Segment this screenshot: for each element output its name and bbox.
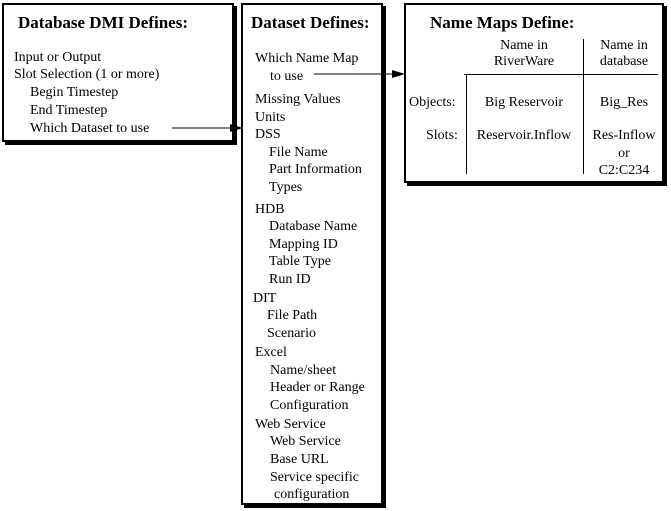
dataset-excel-item: Name/sheet [270,363,337,378]
dmi-item-begin-timestep: Begin Timestep [30,85,119,100]
table-left-rule [466,74,467,174]
arrow-dataset-to-maps [314,70,405,78]
table-column-divider [583,39,584,174]
dataset-dit-item: Scenario [267,326,316,341]
name-maps-box: Name Maps Define: Name in RiverWare Name… [404,3,664,183]
dataset-web-item: Web Service [270,434,341,449]
dmi-item-slot-selection: Slot Selection (1 or more) [14,67,160,82]
maps-title: Name Maps Define: [430,13,575,32]
dataset-hdb-label: HDB [255,202,285,217]
dataset-web-label: Web Service [255,417,326,432]
dmi-title: Database DMI Defines: [18,13,188,32]
row-slots-label: Slots: [426,128,458,143]
col-database-header: database [599,54,649,69]
dataset-hdb-item: Mapping ID [269,237,338,252]
dataset-excel-item: Header or Range [270,380,365,395]
dmi-item-which-dataset: Which Dataset to use [30,121,150,136]
dataset-dss-item: Part Information [269,162,362,177]
col-riverware-header: Name in [500,38,548,53]
dataset-dit-label: DIT [253,291,277,306]
dataset-missing-values: Missing Values [255,92,341,107]
arrow-dmi-to-dataset [172,124,243,132]
dataset-to-use: to use [270,69,304,84]
database-dmi-box: Database DMI Defines: Input or Output Sl… [2,3,234,142]
dataset-dss-item: File Name [269,145,328,160]
dmi-item-end-timestep: End Timestep [30,103,108,118]
row-objects-label: Objects: [409,95,456,110]
dataset-excel-item: Configuration [270,398,349,413]
dataset-dit-item: File Path [267,308,318,323]
dataset-web-item: Base URL [270,452,329,467]
row-slots-database: Res-Inflow [592,128,656,143]
dataset-excel-label: Excel [255,345,287,360]
dataset-dss-item: Types [269,180,303,195]
row-objects-riverware: Big Reservoir [484,95,564,110]
dataset-dss-label: DSS [255,127,281,142]
dataset-web-item: Service specific [270,470,360,485]
dataset-title: Dataset Defines: [251,13,370,32]
dataset-box: Dataset Defines: Which Name Map to use M… [241,3,383,505]
col-riverware-header: RiverWare [493,54,555,69]
dataset-hdb-item: Run ID [269,272,311,287]
dataset-units: Units [255,110,286,125]
dataset-web-item: configuration [274,487,350,502]
dataset-which-map: Which Name Map [255,51,359,66]
table-header-rule [464,74,658,75]
row-slots-riverware: Reservoir.Inflow [476,128,572,143]
dataset-hdb-item: Table Type [269,254,331,269]
dataset-hdb-item: Database Name [269,219,358,234]
row-slots-database: or [618,146,630,161]
col-database-header: Name in [600,38,648,53]
row-slots-database: C2:C234 [598,163,650,178]
dmi-item-input-output: Input or Output [14,50,102,65]
row-objects-database: Big_Res [599,95,649,110]
